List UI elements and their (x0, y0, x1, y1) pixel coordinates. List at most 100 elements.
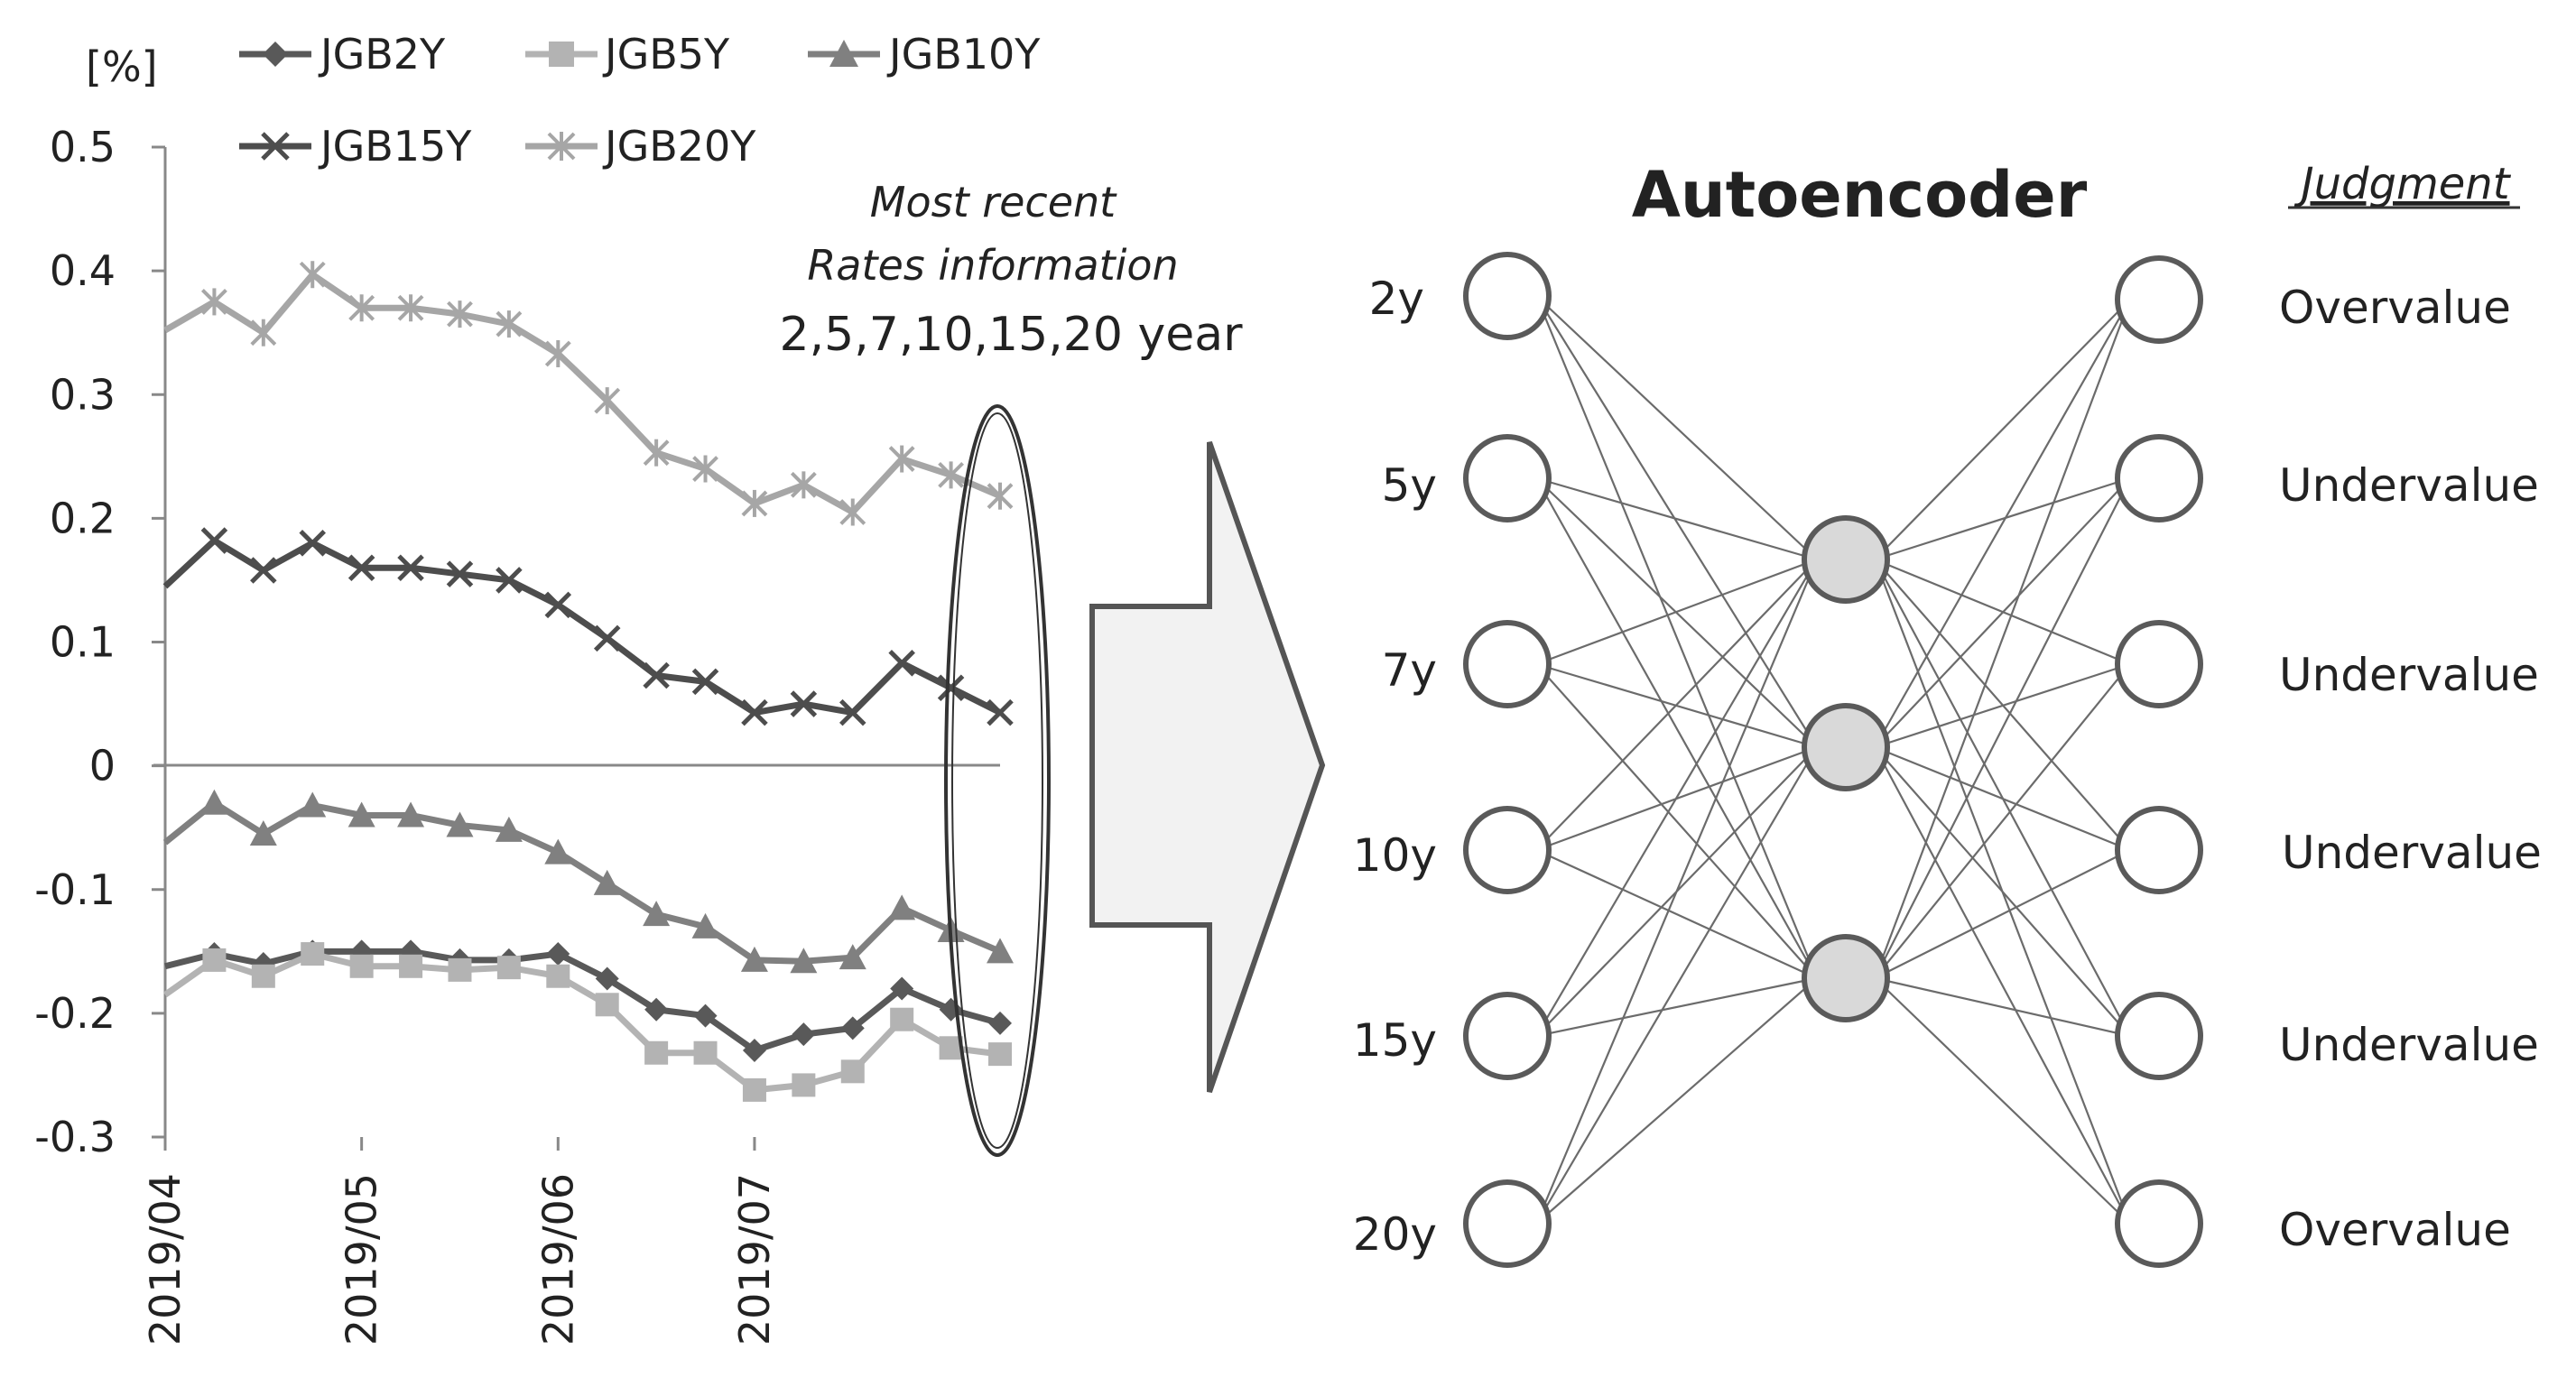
y-tick-label: -0.3 (34, 1113, 116, 1161)
data-point (547, 132, 576, 161)
annotation-line-2: Rates information (807, 241, 1178, 290)
series-jgb5y (162, 942, 1012, 1102)
y-axis-unit-label: [%] (86, 42, 158, 91)
data-point (740, 946, 768, 972)
data-point (888, 650, 915, 677)
data-point (593, 624, 621, 652)
legend-item-jgb5y: JGB5Y (525, 30, 730, 79)
output-label: Undervalue (2279, 459, 2539, 512)
annotation-line-3: 2,5,7,10,15,20 year (780, 308, 1244, 362)
legend-label: JGB10Y (886, 30, 1041, 79)
legend-item-jgb2y: JGB2Y (239, 30, 446, 79)
legend-marker-x (261, 132, 290, 161)
y-tick-label: 0.2 (50, 494, 116, 542)
data-point (888, 445, 915, 473)
data-point (790, 471, 817, 499)
data-point (202, 948, 227, 972)
legend-label: JGB20Y (602, 122, 756, 171)
data-point (495, 816, 523, 842)
data-point (644, 997, 669, 1022)
data-point (840, 1016, 865, 1040)
series-line (162, 537, 1002, 717)
input-node (1463, 1179, 1552, 1268)
y-tick-label: 0.4 (50, 246, 116, 295)
data-point (397, 801, 425, 828)
data-point (792, 1022, 816, 1047)
legend-item-jgb10y: JGB10Y (808, 30, 1041, 79)
connection-line (1874, 299, 2131, 560)
data-point (263, 42, 288, 67)
connection-line (1874, 745, 2131, 852)
data-point (446, 811, 474, 837)
data-point (888, 894, 916, 920)
connection-line (1874, 746, 2131, 1037)
x-tick-label: 2019/07 (730, 1173, 779, 1345)
hidden-node (1802, 934, 1890, 1022)
connection-line (1535, 848, 1818, 980)
data-point (741, 698, 768, 726)
hidden-node (1802, 703, 1890, 791)
data-point (544, 339, 571, 367)
data-point (829, 40, 858, 67)
data-point (496, 310, 523, 338)
x-tick-label: 2019/06 (533, 1173, 582, 1345)
y-tick-label: 0 (89, 742, 116, 791)
recent-rates-annotation: Most recent Rates information 2,5,7,10,1… (780, 178, 1244, 362)
connection-line (1874, 477, 2131, 748)
data-point (692, 455, 718, 483)
data-point (349, 954, 374, 978)
data-point (839, 944, 866, 970)
connection-line (1874, 746, 2131, 1225)
output-label: Undervalue (2279, 1019, 2539, 1071)
data-point (299, 791, 327, 818)
arrow-right-icon (1089, 441, 1326, 1093)
series-jgb2y (164, 939, 1012, 1063)
y-tick-label: -0.2 (34, 989, 116, 1038)
input-node (1463, 620, 1552, 708)
connection-line (1874, 977, 2131, 1225)
network-nodes (1463, 252, 2203, 1268)
connection-line (1874, 662, 2131, 749)
data-point (937, 674, 965, 702)
connection-line (1535, 295, 1818, 979)
data-point (200, 527, 228, 554)
judgment-header: Judgment (2293, 159, 2511, 209)
connection-line (1535, 558, 1818, 666)
input-node (1463, 806, 1552, 894)
input-label: 5y (1382, 459, 1437, 512)
data-point (250, 557, 277, 584)
data-point (693, 1040, 718, 1065)
data-point (546, 942, 570, 966)
data-point (790, 690, 818, 717)
hidden-node (1802, 515, 1890, 604)
input-label: 20y (1353, 1208, 1437, 1261)
output-node (2115, 992, 2203, 1080)
connection-line (1535, 976, 1818, 1038)
data-point (594, 387, 621, 415)
network-connections (1535, 295, 2131, 1225)
network-labels: 2y 5y 7y 10y 15y 20y Overvalue Undervalu… (1353, 273, 2542, 1261)
data-point (347, 801, 375, 828)
data-point (251, 964, 275, 988)
data-point (348, 294, 375, 322)
data-point (448, 957, 472, 982)
x-tick-label: 2019/04 (141, 1173, 190, 1345)
connection-line (1874, 849, 2131, 979)
data-point (397, 554, 424, 581)
data-point (546, 964, 570, 988)
series-line (162, 800, 1002, 965)
legend-label: JGB2Y (318, 30, 446, 79)
data-point (593, 869, 621, 895)
input-node (1463, 434, 1552, 522)
legend-marker-diamond (263, 42, 288, 67)
output-node (2115, 1179, 2203, 1268)
data-point (299, 530, 327, 557)
data-point (742, 1039, 766, 1063)
input-node (1463, 252, 1552, 340)
output-label: Undervalue (2279, 649, 2539, 701)
data-point (742, 1077, 766, 1102)
data-point (249, 820, 277, 846)
y-tick-label: -0.1 (34, 865, 116, 914)
data-point (496, 567, 523, 594)
